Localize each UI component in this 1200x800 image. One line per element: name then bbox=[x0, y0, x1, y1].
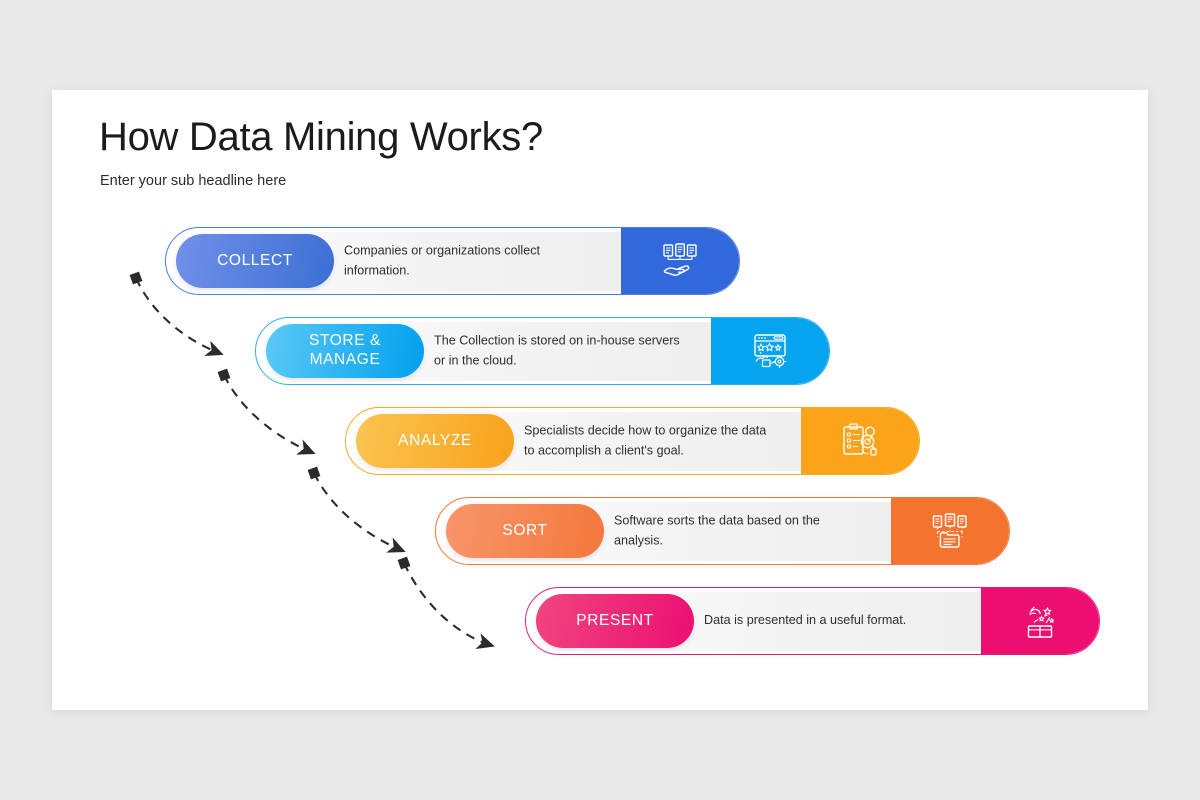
step-description: Data is presented in a useful format. bbox=[704, 613, 907, 628]
step-label: STORE & MANAGE bbox=[309, 332, 381, 368]
step-description: Specialists decide how to organize the d… bbox=[524, 423, 767, 457]
step-capsule: COLLECT Companies or organizations colle… bbox=[165, 227, 740, 295]
step-label-pill[interactable]: STORE & MANAGE bbox=[266, 324, 424, 378]
step-icon-endcap bbox=[801, 408, 919, 474]
step-row[interactable]: COLLECT Companies or organizations colle… bbox=[165, 227, 740, 295]
page-subtitle: Enter your sub headline here bbox=[100, 173, 287, 189]
step-row[interactable]: SORT Software sorts the data based on th… bbox=[435, 497, 1010, 565]
step-label: PRESENT bbox=[576, 611, 654, 629]
sort-files-icon bbox=[930, 511, 970, 551]
step-label-pill[interactable]: PRESENT bbox=[536, 594, 694, 648]
step-capsule: PRESENT Data is presented in a useful fo… bbox=[525, 587, 1100, 655]
step-icon-endcap bbox=[981, 588, 1099, 654]
step-capsule: ANALYZE Specialists decide how to organi… bbox=[345, 407, 920, 475]
step-description: The Collection is stored on in-house ser… bbox=[434, 333, 680, 367]
step-capsule: STORE & MANAGE The Collection is stored … bbox=[255, 317, 830, 385]
step-row[interactable]: PRESENT Data is presented in a useful fo… bbox=[525, 587, 1100, 655]
step-label-pill[interactable]: COLLECT bbox=[176, 234, 334, 288]
step-description: Software sorts the data based on the ana… bbox=[614, 513, 820, 547]
step-label-pill[interactable]: SORT bbox=[446, 504, 604, 558]
clipboard-analysis-icon bbox=[840, 421, 880, 461]
step-label-pill[interactable]: ANALYZE bbox=[356, 414, 514, 468]
step-label: ANALYZE bbox=[398, 431, 472, 449]
browser-rating-icon bbox=[750, 331, 790, 371]
step-label: COLLECT bbox=[217, 251, 293, 269]
step-description: Companies or organizations collect infor… bbox=[344, 243, 541, 277]
page-title: How Data Mining Works? bbox=[99, 115, 543, 159]
step-icon-endcap bbox=[621, 228, 739, 294]
step-icon-endcap bbox=[891, 498, 1009, 564]
documents-in-hand-icon bbox=[660, 241, 700, 281]
slide-canvas: How Data Mining Works? Enter your sub he… bbox=[52, 90, 1148, 710]
step-label: SORT bbox=[502, 521, 548, 539]
gift-box-icon bbox=[1020, 601, 1060, 641]
step-row[interactable]: ANALYZE Specialists decide how to organi… bbox=[345, 407, 920, 475]
step-capsule: SORT Software sorts the data based on th… bbox=[435, 497, 1010, 565]
step-row[interactable]: STORE & MANAGE The Collection is stored … bbox=[255, 317, 830, 385]
step-icon-endcap bbox=[711, 318, 829, 384]
